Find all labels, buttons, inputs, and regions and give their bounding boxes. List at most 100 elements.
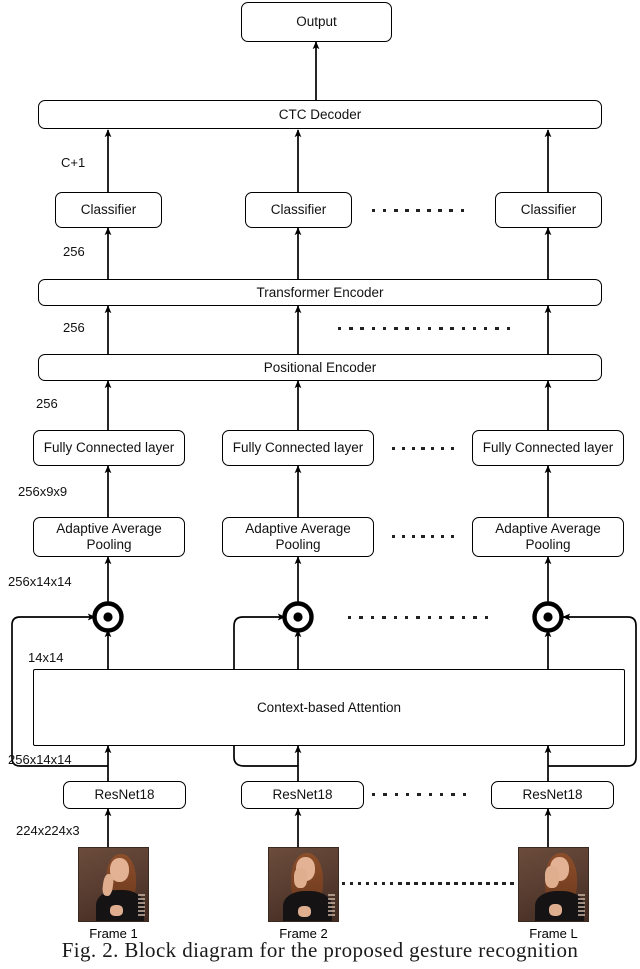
ellipsis-dot	[454, 881, 458, 886]
adaptive-pooling-label-line2: Pooling	[275, 537, 321, 552]
classifier-block-3[interactable]: Classifier	[495, 192, 602, 228]
ellipsis-dot	[422, 881, 426, 886]
thumbnail-hand	[294, 868, 307, 888]
ellipsis-dot	[450, 615, 454, 620]
resnet-block-2[interactable]: ResNet18	[241, 781, 364, 809]
ellipsis-dot	[401, 446, 406, 451]
adaptive-pooling-block-2[interactable]: Adaptive Average Pooling	[222, 517, 374, 557]
adaptive-pooling-label-line2: Pooling	[525, 537, 571, 552]
edge-label-pooling-out: 256x9x9	[18, 484, 68, 499]
ctc-decoder-block[interactable]: CTC Decoder	[38, 100, 602, 129]
ellipsis-dot	[394, 792, 399, 797]
edge-label-transformer-out: 256	[63, 244, 85, 259]
frame-label-2: Frame 2	[279, 926, 328, 941]
ellipsis-dot	[484, 326, 488, 331]
ellipsis-dot	[416, 326, 421, 331]
frame-label-3: Frame L	[529, 926, 578, 941]
transformer-encoder-block[interactable]: Transformer Encoder	[38, 279, 602, 306]
frame-thumbnail-1[interactable]	[78, 847, 149, 922]
ellipsis-dot	[462, 881, 466, 886]
ellipsis-dot	[394, 208, 398, 213]
thumbnail-hand-lower	[549, 904, 562, 916]
output-block[interactable]: Output	[241, 2, 392, 42]
multiply-node-dot-1	[103, 612, 113, 622]
ellipsis-dot	[374, 881, 378, 886]
frame-thumbnail-3[interactable]	[518, 847, 589, 922]
thumbnail-hand-lower	[298, 906, 311, 917]
ellipsis-dot	[383, 208, 387, 213]
ellipsis-dot	[416, 208, 420, 213]
edge-label-frame-in: 224x224x3	[16, 823, 80, 838]
ellipsis-dot	[478, 881, 482, 886]
figure-caption: Fig. 2. Block diagram for the proposed g…	[61, 938, 579, 962]
ellipsis-dot	[390, 881, 394, 886]
ellipsis-dot	[393, 615, 397, 620]
fully-connected-block-1[interactable]: Fully Connected layer	[33, 430, 185, 466]
positional-encoder-block[interactable]: Positional Encoder	[38, 354, 602, 381]
ellipsis-dot	[486, 881, 490, 886]
ellipsis-dot	[382, 615, 386, 620]
ellipsis-dot	[372, 208, 376, 213]
ellipsis-dot	[405, 208, 409, 213]
ellipsis-dot	[427, 615, 432, 620]
edge-label-resnet-out: 256x14x14	[8, 752, 72, 767]
context-attention-block[interactable]: Context-based Attention	[33, 669, 625, 746]
ellipsis-dot	[451, 792, 455, 797]
adaptive-pooling-block-1[interactable]: Adaptive Average Pooling	[33, 517, 185, 557]
edge-label-attention-out: 14x14	[28, 650, 64, 665]
ellipsis-dot	[450, 326, 454, 331]
ellipsis-dot	[350, 881, 354, 886]
frame-thumbnail-2[interactable]	[268, 847, 339, 922]
ellipsis-dot	[438, 881, 442, 886]
ellipsis-dot	[462, 792, 466, 797]
ellipsis-dot	[414, 881, 418, 886]
ellipsis-dot	[431, 446, 435, 451]
thumbnail-hand	[545, 866, 559, 888]
ellipsis-dot	[461, 326, 465, 331]
ellipsis-dot	[421, 446, 425, 451]
adaptive-pooling-label-line1: Adaptive Average	[245, 521, 351, 537]
resnet-block-3[interactable]: ResNet18	[491, 781, 614, 809]
thumbnail-watermark	[328, 892, 335, 916]
frame-label-1: Frame 1	[89, 926, 138, 941]
ellipsis-dot	[472, 326, 477, 331]
ellipsis-dot	[405, 792, 410, 797]
ellipsis-dot	[404, 615, 409, 620]
ellipsis-dot	[439, 326, 443, 331]
ellipsis-dot	[416, 615, 420, 620]
ellipsis-dot	[446, 881, 450, 886]
multiply-node-dot-3	[543, 612, 553, 622]
fully-connected-block-3[interactable]: Fully Connected layer	[472, 430, 624, 466]
ellipsis-positional-row	[338, 326, 510, 331]
ellipsis-dot	[348, 615, 352, 620]
ellipsis-dot	[438, 208, 442, 213]
ellipsis-dot	[406, 881, 410, 886]
ellipsis-dot	[382, 326, 387, 331]
edge-label-fc-out: 256	[36, 396, 58, 411]
ellipsis-dot	[428, 792, 432, 797]
ellipsis-dot	[449, 208, 453, 213]
ellipsis-pooling-row	[392, 534, 454, 539]
classifier-block-1[interactable]: Classifier	[55, 192, 162, 228]
ellipsis-dot	[411, 446, 415, 451]
classifier-block-2[interactable]: Classifier	[245, 192, 352, 228]
resnet-block-1[interactable]: ResNet18	[63, 781, 186, 809]
ellipsis-dot	[338, 326, 342, 331]
ellipsis-dot	[440, 534, 445, 539]
ellipsis-dot	[417, 792, 421, 797]
ellipsis-dot	[382, 881, 386, 886]
adaptive-pooling-block-3[interactable]: Adaptive Average Pooling	[472, 517, 624, 557]
ellipsis-dot	[430, 881, 434, 886]
edge-label-c-plus-1: C+1	[61, 155, 86, 170]
ellipsis-dot	[440, 446, 445, 451]
thumbnail-hand-lower	[110, 905, 123, 916]
ellipsis-frame-row	[342, 881, 514, 886]
fully-connected-block-2[interactable]: Fully Connected layer	[222, 430, 374, 466]
ellipsis-dot	[411, 534, 415, 539]
ellipsis-dot	[510, 881, 514, 886]
ellipsis-dot	[439, 792, 444, 797]
ellipsis-dot	[359, 615, 363, 620]
thumbnail-watermark	[138, 892, 145, 916]
